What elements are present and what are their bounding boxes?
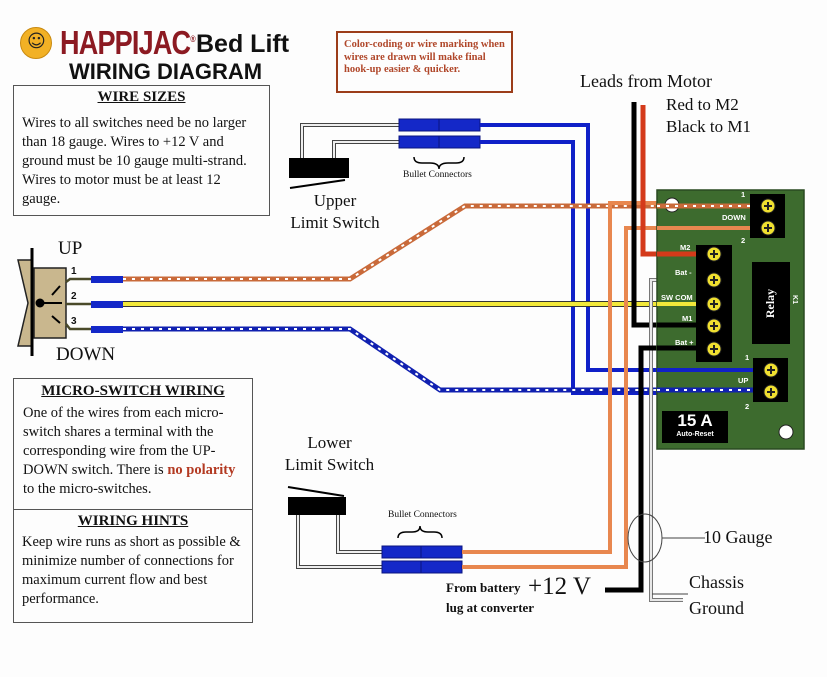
m1-terminal-label: M1	[682, 314, 693, 323]
rocker-switch	[17, 248, 123, 356]
switch-terminal-3: 3	[71, 316, 77, 327]
breaker-type: Auto-Reset	[676, 431, 714, 438]
relay-label-wrap: Relay	[752, 262, 790, 344]
upper-label-line1: Upper	[313, 191, 357, 210]
battery-source-line1: From battery	[446, 580, 521, 595]
up-block-label: UP	[738, 376, 749, 385]
orange-striped-wire	[123, 203, 762, 282]
upper-limit-switch-wires	[300, 123, 400, 163]
color-coding-note: Color-coding or wire marking when wires …	[336, 31, 513, 93]
registered-mark: ®	[190, 34, 195, 44]
happijac-logo: ☺	[20, 27, 52, 59]
upper-label-line2: Limit Switch	[290, 213, 380, 232]
upper-limit-switch-lever	[289, 179, 346, 189]
red-to-m2-note: Red to M2	[666, 95, 739, 114]
upper-bullet-connectors-label: Bullet Connectors	[403, 170, 472, 180]
screw-cross-icon	[710, 276, 718, 284]
down-label: DOWN	[56, 344, 116, 365]
wire-sizes-body: Wires to all switches need be no larger …	[22, 115, 247, 207]
no-polarity-highlight: no polarity	[167, 462, 236, 478]
m2-terminal-label: M2	[680, 243, 691, 252]
switch-terminal-2: 2	[71, 291, 77, 302]
screw-cross-icon	[710, 322, 718, 330]
micro-switch-text-end: to the micro-switches.	[23, 481, 152, 497]
screw-cross-icon	[767, 388, 775, 396]
breaker-rating: 15 A	[677, 411, 713, 430]
brand-text: HAPPIJAC	[60, 24, 191, 61]
lower-limit-switch-body	[288, 497, 346, 515]
down-block-label: DOWN	[722, 213, 746, 222]
upper-limit-switch-label: Upper Limit Switch	[280, 190, 390, 234]
lower-limit-switch-lever	[287, 486, 345, 497]
wire-sizes-box: WIRE SIZES Wires to all switches need be…	[13, 85, 270, 216]
bat-pos-terminal-label: Bat +	[675, 338, 694, 347]
micro-switch-text: One of the wires from each micro-switch …	[23, 405, 224, 478]
relay-id: K1	[790, 295, 798, 304]
micro-switch-wiring-box: MICRO-SWITCH WIRING One of the wires fro…	[13, 378, 253, 510]
up-label: UP	[58, 238, 83, 259]
lower-connectors-brace	[397, 525, 443, 539]
screw-cross-icon	[764, 224, 772, 232]
screw-cross-icon	[710, 250, 718, 258]
lower-label-line2: Limit Switch	[284, 455, 375, 474]
lower-limit-switch-label: Lower Limit Switch	[272, 432, 387, 476]
screw-cross-icon	[710, 300, 718, 308]
screw-cross-icon	[764, 202, 772, 210]
upper-connectors-brace	[413, 156, 465, 170]
lower-bullet-connectors	[381, 545, 463, 574]
upper-bullet-connectors	[398, 118, 481, 149]
voltage-label: +12 V	[528, 573, 591, 600]
board-mount-hole-bottom	[778, 424, 794, 440]
upper-limit-switch-body	[289, 158, 349, 178]
product-name: Bed Lift	[196, 30, 290, 58]
terminal-screws	[706, 198, 779, 400]
switch-terminal-1: 1	[71, 266, 77, 277]
page-title: WIRING DIAGRAM	[69, 59, 263, 84]
motor-leads-heading: Leads from Motor	[580, 71, 712, 91]
blue-striped-wire	[123, 326, 762, 393]
micro-switch-heading: MICRO-SWITCH WIRING	[41, 383, 225, 399]
relay	[752, 262, 790, 344]
brand-name: HAPPIJAC®	[60, 24, 196, 62]
down-terminal-1-label: 1	[741, 190, 746, 199]
up-terminal-1-label: 1	[745, 353, 750, 362]
screw-cross-icon	[710, 345, 718, 353]
sw-com-terminal-label: SW COM	[661, 293, 693, 302]
battery-source-line2: lug at converter	[446, 600, 535, 615]
relay-label: Relay	[763, 288, 778, 318]
smiley-face-icon: ☺	[27, 31, 46, 52]
lower-bullet-connectors-label: Bullet Connectors	[388, 510, 457, 520]
down-terminal-2-label: 2	[741, 236, 746, 245]
ten-gauge-marker	[627, 513, 663, 563]
wire-sizes-heading: WIRE SIZES	[97, 89, 186, 105]
up-terminal-2-label: 2	[745, 402, 750, 411]
chassis-label: Chassis	[689, 572, 745, 592]
breaker	[662, 411, 728, 443]
screw-cross-icon	[767, 366, 775, 374]
black-to-m1-note: Black to M1	[666, 117, 751, 136]
wiring-hints-heading: WIRING HINTS	[77, 513, 189, 529]
wiring-hints-box: WIRING HINTS Keep wire runs as short as …	[13, 509, 253, 623]
bat-neg-terminal-label: Bat -	[675, 268, 692, 277]
wiring-hints-body: Keep wire runs as short as possible & mi…	[22, 534, 241, 607]
lower-label-line1: Lower	[307, 433, 352, 452]
ten-gauge-label: 10 Gauge	[703, 527, 773, 547]
ground-label: Ground	[689, 598, 744, 618]
micro-switch-body: One of the wires from each micro-switch …	[23, 404, 243, 499]
lower-limit-switch-wires	[296, 512, 383, 569]
